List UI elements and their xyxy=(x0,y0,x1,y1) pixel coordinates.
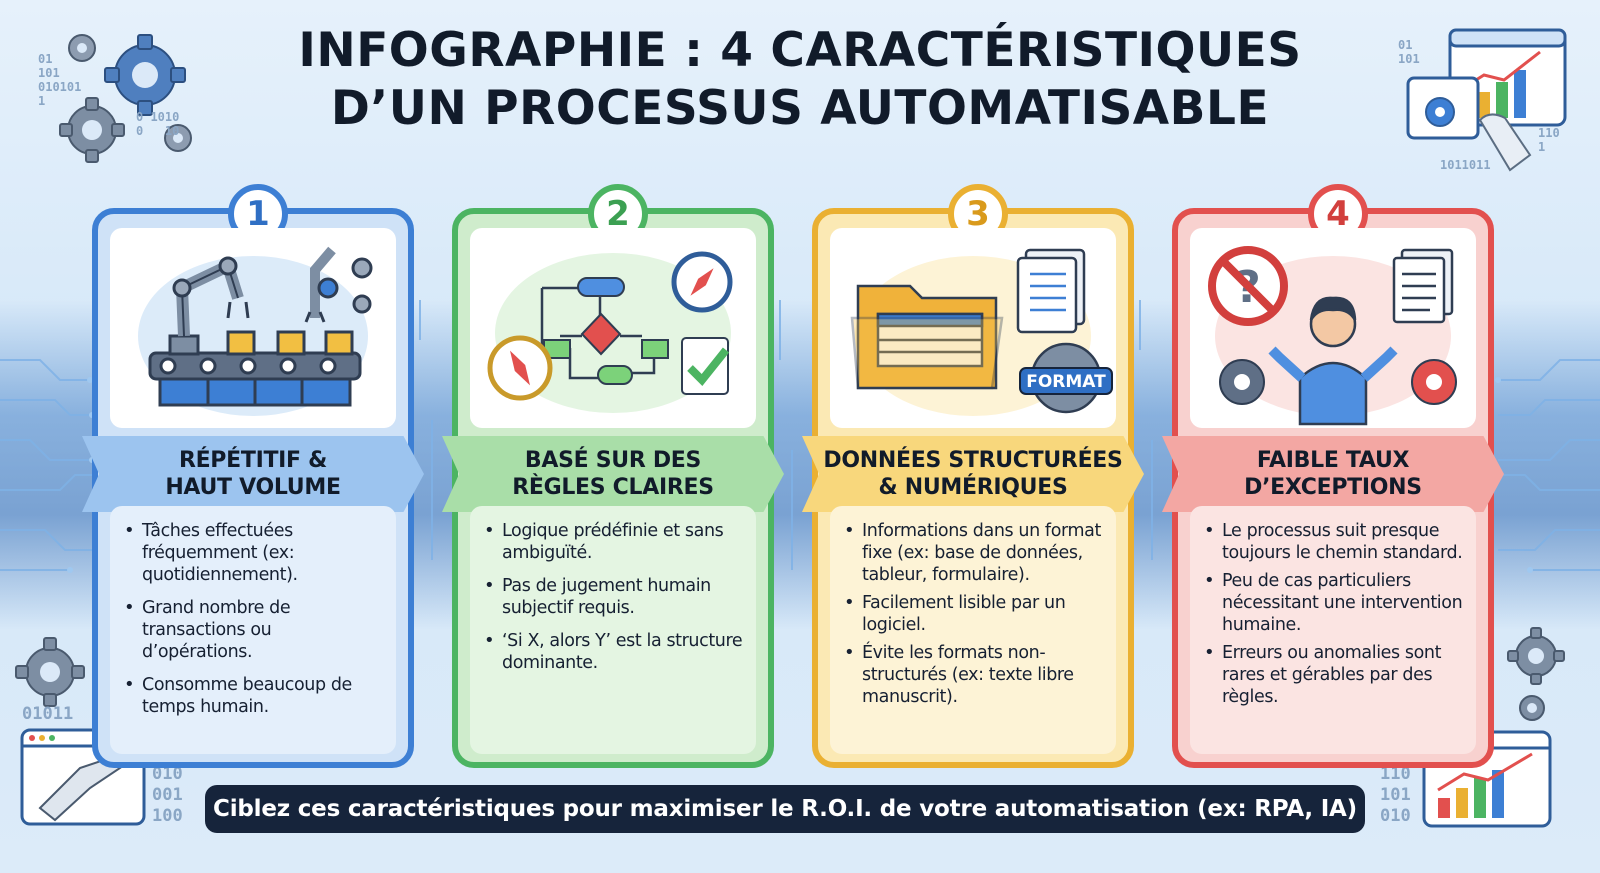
card-title: DONNÉES STRUCTURÉES & NUMÉRIQUES xyxy=(823,448,1123,500)
binary-decoration: 110 1 xyxy=(1538,126,1560,154)
list-item: Peu de cas particuliers nécessitant une … xyxy=(1202,570,1466,636)
card-title: BASÉ SUR DES RÈGLES CLAIRES xyxy=(512,448,714,500)
title-line-2: D’UN PROCESSUS AUTOMATISABLE xyxy=(330,81,1270,136)
illustration-panel xyxy=(110,228,396,428)
illustration-panel: FORMAT xyxy=(830,228,1116,428)
gears-icon xyxy=(59,34,192,163)
card-repetitive-high-volume: 1 xyxy=(82,184,424,768)
page-title: INFOGRAPHIE : 4 CARACTÉRISTIQUES D’UN PR… xyxy=(200,22,1400,138)
card-description: Le processus suit presque toujours le ch… xyxy=(1190,506,1476,754)
footer-banner: Ciblez ces caractéristiques pour maximis… xyxy=(205,785,1365,833)
list-item: Le processus suit presque toujours le ch… xyxy=(1202,520,1466,564)
binary-decoration: 010 001 100 xyxy=(152,764,183,826)
list-item: Erreurs ou anomalies sont rares et gérab… xyxy=(1202,642,1466,708)
card-structured-data: 3 FORMAT DONNÉES STRUCTURÉES & NUMÉRIQUE… xyxy=(802,184,1144,768)
format-label: FORMAT xyxy=(1026,372,1106,392)
robot-arm-assembly-icon xyxy=(138,246,373,416)
gear-icon xyxy=(15,637,85,707)
binary-decoration: 110 101 010 xyxy=(1380,764,1411,826)
illustration-panel xyxy=(470,228,756,428)
card-description: Informations dans un format fixe (ex: ba… xyxy=(830,506,1116,754)
card-clear-rules: 2 BASÉ SUR DES RÈGLES CLAIRES Logiq xyxy=(442,184,784,768)
card-description: Tâches effectuées fréquemment (ex: quoti… xyxy=(110,506,396,754)
title-line-1: INFOGRAPHIE : 4 CARACTÉRISTIQUES xyxy=(298,23,1302,78)
card-title-ribbon: FAIBLE TAUX D’EXCEPTIONS xyxy=(1162,436,1504,512)
illustration-panel: ? xyxy=(1190,228,1476,428)
binary-decoration: 1011011 xyxy=(1440,158,1491,172)
person-exceptions-icon: ? xyxy=(1208,246,1457,426)
list-item: Tâches effectuées fréquemment (ex: quoti… xyxy=(122,520,386,586)
list-item: Pas de jugement humain subjectif requis. xyxy=(482,575,746,619)
binary-decoration: 0 1010 0 10 xyxy=(136,110,180,138)
card-low-exceptions: 4 ? FAIBLE TAUX xyxy=(1162,184,1504,768)
footer-text: Ciblez ces caractéristiques pour maximis… xyxy=(213,796,1357,822)
card-title-ribbon: RÉPÉTITIF & HAUT VOLUME xyxy=(82,436,424,512)
flowchart-compass-icon xyxy=(487,251,733,413)
card-title-ribbon: DONNÉES STRUCTURÉES & NUMÉRIQUES xyxy=(802,436,1144,512)
card-description: Logique prédéfinie et sans ambiguïté. Pa… xyxy=(470,506,756,754)
card-title-ribbon: BASÉ SUR DES RÈGLES CLAIRES xyxy=(442,436,784,512)
list-item: Consomme beaucoup de temps humain. xyxy=(122,674,386,718)
list-item: Évite les formats non-structurés (ex: te… xyxy=(842,642,1106,708)
list-item: Facilement lisible par un logiciel. xyxy=(842,592,1106,636)
binary-decoration: 01011 xyxy=(22,704,74,724)
binary-decoration: 01 101 010101 1 xyxy=(38,52,82,108)
list-item: Grand nombre de transactions ou d’opérat… xyxy=(122,597,386,663)
card-title: RÉPÉTITIF & HAUT VOLUME xyxy=(165,448,341,500)
card-title: FAIBLE TAUX D’EXCEPTIONS xyxy=(1244,448,1422,500)
dashboard-icon xyxy=(1406,28,1567,172)
binary-decoration: 01 101 xyxy=(1398,38,1420,66)
gears-icon xyxy=(1507,627,1565,721)
list-item: ‘Si X, alors Y’ est la structure dominan… xyxy=(482,630,746,674)
list-item: Logique prédéfinie et sans ambiguïté. xyxy=(482,520,746,564)
list-item: Informations dans un format fixe (ex: ba… xyxy=(842,520,1106,586)
chart-window-icon xyxy=(1422,730,1552,828)
folder-documents-icon: FORMAT xyxy=(850,248,1113,416)
